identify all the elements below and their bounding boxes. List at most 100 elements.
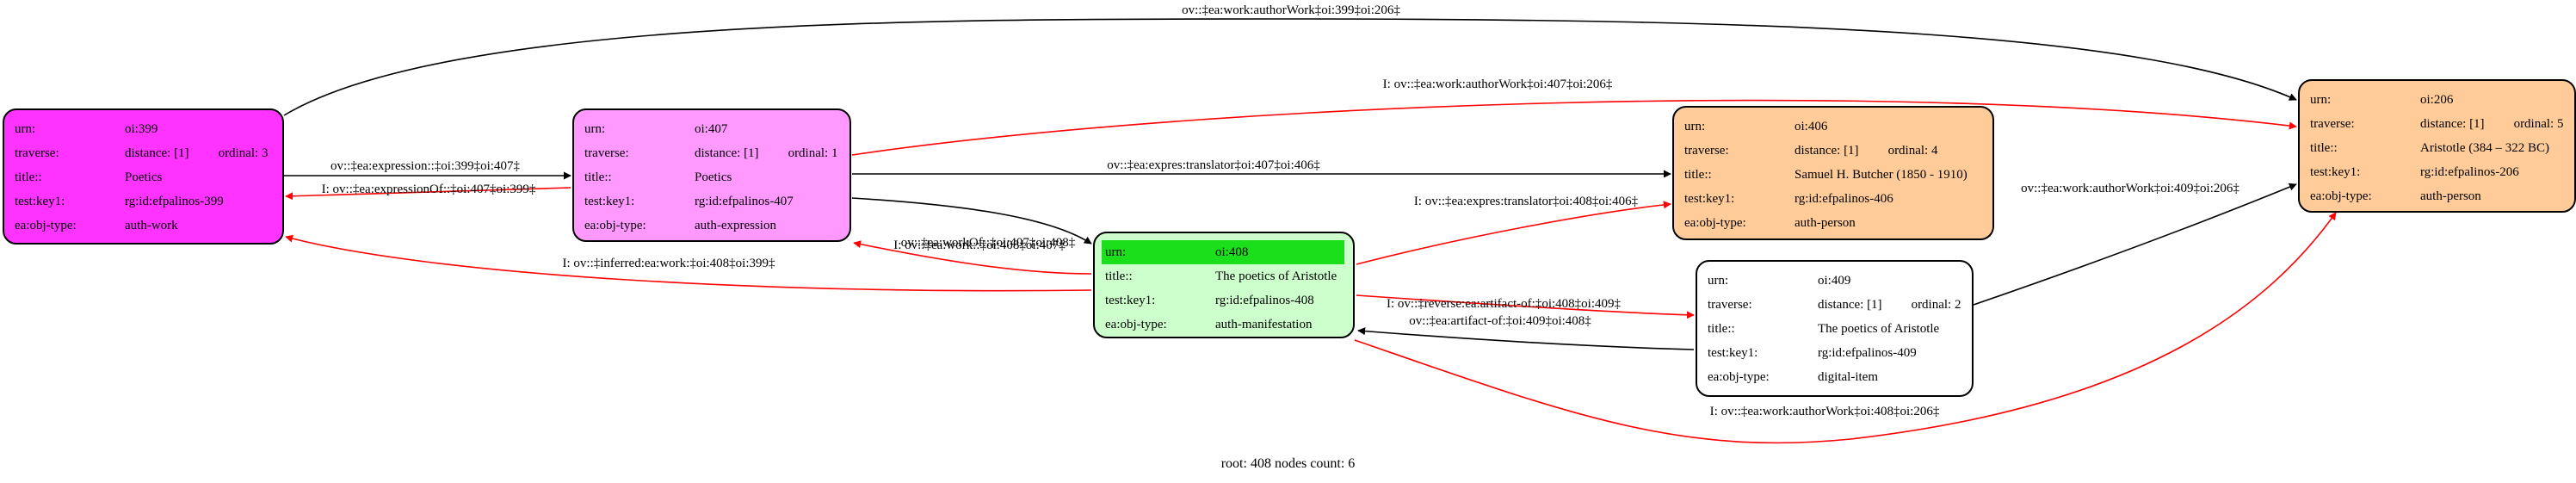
edge-line [285, 187, 571, 201]
node-value: oi:408 [1215, 245, 1249, 259]
node-key: test:key1: [584, 195, 635, 208]
node-value: distance: [1] [1818, 298, 1882, 312]
node-key: urn: [2310, 93, 2332, 107]
node-value: rg:id:efpalinos-407 [695, 195, 794, 208]
node-value: oi:406 [1795, 120, 1828, 133]
node-row: test:key1: rg:id:efpalinos-206 [2310, 160, 2566, 184]
node-value: Poetics [695, 170, 732, 184]
node-ordinal: ordinal: 3 [218, 146, 269, 160]
node-value: The poetics of Aristotle [1818, 322, 1940, 336]
node-key: urn: [1102, 240, 1215, 264]
edge-label: I: ov::‡reverse:ea:artifact-of:‡oi:408‡o… [1387, 297, 1621, 311]
node-key: traverse: [1684, 144, 1729, 158]
node-value: rg:id:efpalinos-206 [2420, 165, 2519, 179]
node-oi-206[interactable]: urn: oi:206 traverse:distance: [1]ordinal:… [2298, 79, 2576, 213]
node-value: auth-person [2420, 189, 2481, 203]
node-row: title::Samuel H. Butcher (1850 - 1910) [1684, 163, 1984, 187]
edge-line [1357, 327, 1695, 350]
node-key: title:: [15, 170, 42, 184]
node-key: test:key1: [1684, 192, 1735, 206]
node-value: oi:407 [695, 122, 728, 136]
node-row: test:key1: rg:id:efpalinos-407 [584, 189, 841, 214]
edge-line [1973, 183, 2297, 306]
node-value: distance: [1] [695, 146, 759, 160]
node-key: test:key1: [2310, 165, 2361, 179]
node-value: rg:id:efpalinos-409 [1818, 346, 1917, 360]
node-value: oi:409 [1818, 274, 1851, 288]
node-row: urn:oi:399 [15, 117, 274, 141]
node-key: title:: [1684, 168, 1712, 182]
node-row: traverse:distance: [1]ordinal: 5 [2310, 112, 2566, 136]
node-row: test:key1: rg:id:efpalinos-399 [15, 189, 274, 214]
node-value: rg:id:efpalinos-408 [1215, 294, 1314, 307]
edge-label: ov::‡ea:expression::‡oi:399‡oi:407‡ [330, 159, 520, 173]
node-value: auth-manifestation [1215, 318, 1313, 331]
node-row: traverse:distance: [1]ordinal: 4 [1684, 139, 1984, 163]
edge-label: I: ov::‡ea:expres:translator‡oi:408‡oi:4… [1414, 195, 1639, 208]
node-row: title::Aristotle (384 – 322 BC) [2310, 136, 2566, 160]
node-value: oi:206 [2420, 93, 2454, 107]
node-key: title:: [1708, 322, 1735, 336]
node-key: test:key1: [1105, 294, 1156, 307]
node-key: traverse: [1708, 298, 1752, 312]
node-key: ea:obj-type: [15, 219, 77, 232]
node-row: ea:obj-type: auth-expression [584, 214, 841, 238]
node-row: urn:oi:408 [1102, 240, 1344, 264]
node-value: rg:id:efpalinos-399 [125, 195, 224, 208]
node-key: traverse: [15, 146, 59, 160]
edge-label: I: ov::‡inferred:ea:work:‡oi:408‡oi:399‡ [562, 257, 775, 270]
edge-line [1356, 294, 1695, 319]
node-row: ea:obj-type: auth-work [15, 214, 274, 238]
node-value: The poetics of Aristotle [1215, 269, 1337, 283]
node-row: title::The poetics of Aristotle [1105, 264, 1344, 288]
node-value: rg:id:efpalinos-406 [1795, 192, 1893, 206]
node-value: Poetics [125, 170, 163, 184]
node-key: traverse: [584, 146, 629, 160]
edge-line [283, 18, 2297, 116]
node-oi-407[interactable]: urn:oi:407 traverse: distance: [1] ordinal:… [572, 108, 851, 242]
node-key: ea:obj-type: [2310, 189, 2372, 203]
edge-line [851, 99, 2297, 156]
node-row: traverse: distance: [1] ordinal: 2 [1708, 293, 1963, 317]
node-ordinal: ordinal: 5 [2513, 117, 2564, 131]
edge-line [285, 234, 1092, 292]
edge-label: I: ov::‡ea:work::‡oi:408‡oi:407‡ [893, 238, 1066, 252]
node-row: ea:obj-type:auth-manifestation [1105, 313, 1344, 337]
node-oi-406[interactable]: urn: oi:406 traverse:distance: [1]ordinal:… [1672, 106, 1994, 240]
edge-label: I: ov::‡ea:work:authorWork‡oi:407‡oi:206… [1383, 77, 1613, 91]
node-row: title::The poetics of Aristotle [1708, 317, 1963, 341]
node-row: test:key1: rg:id:efpalinos-406 [1684, 187, 1984, 211]
node-value: auth-expression [695, 219, 776, 232]
node-key: test:key1: [15, 195, 65, 208]
node-key: urn: [1684, 120, 1706, 133]
edge-label: ov::‡ea:work:authorWork‡oi:409‡oi:206‡ [2021, 182, 2239, 195]
node-ordinal: ordinal: 2 [1911, 298, 1961, 312]
node-value: auth-work [125, 219, 178, 232]
edge-line [853, 240, 1092, 275]
node-ordinal: ordinal: 1 [788, 146, 838, 160]
node-key: title:: [584, 170, 612, 184]
node-key: urn: [15, 122, 36, 136]
edge-label: ov::‡ea:expres:translator‡oi:407‡oi:406‡ [1107, 158, 1320, 172]
graph-caption: root: 408 nodes count: 6 [1220, 456, 1356, 471]
node-key: title:: [1105, 269, 1133, 283]
node-row: test:key1:rg:id:efpalinos-409 [1708, 341, 1963, 365]
edge-line [1356, 201, 1671, 265]
edge-line [851, 197, 1092, 245]
edge-label: I: ov::‡ea:work:authorWork‡oi:408‡oi:206… [1710, 405, 1940, 418]
node-row: title::Poetics [15, 165, 274, 189]
edge-label: I: ov::‡ea:expressionOf::‡oi:407‡oi:399‡ [322, 183, 536, 196]
node-value: digital-item [1818, 370, 1878, 384]
node-row: traverse: distance: [1] ordinal: 1 [584, 141, 841, 165]
node-key: ea:obj-type: [1684, 216, 1746, 230]
node-row: urn:oi:407 [584, 117, 841, 141]
node-row: ea:obj-type: digital-item [1708, 365, 1963, 389]
node-row: ea:obj-type:auth-person [1684, 211, 1984, 235]
node-row: urn: oi:206 [2310, 88, 2566, 112]
node-key: ea:obj-type: [1708, 370, 1770, 384]
node-key: ea:obj-type: [584, 219, 646, 232]
